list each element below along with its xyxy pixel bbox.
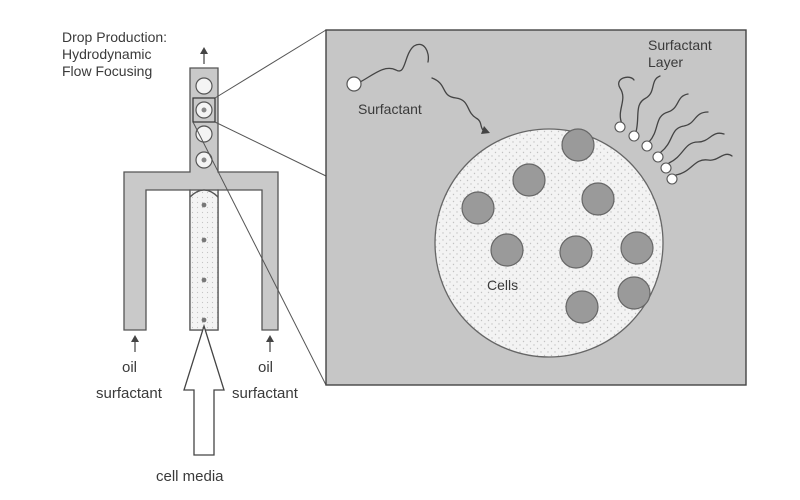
cell [617, 276, 651, 310]
cell [559, 235, 593, 269]
zoom-selection-box [192, 97, 216, 123]
title-line-3: Flow Focusing [62, 63, 152, 79]
zoom-lines [192, 29, 327, 386]
cell [490, 233, 524, 267]
curved-arrow-icon [481, 126, 490, 134]
oil-label-right: oil [258, 359, 273, 376]
flow-focusing-device [123, 47, 279, 456]
surfactant-label-right: surfactant [232, 385, 299, 402]
cell-media-arrow-icon [183, 323, 225, 456]
zoom-panel: Surfactant Surfactant Layer Cells [325, 29, 747, 386]
cells-label: Cells [487, 277, 518, 293]
surfactant-layer [614, 75, 733, 185]
droplet [195, 125, 213, 143]
cell-media-label: cell media [156, 468, 224, 485]
droplet [195, 77, 213, 95]
cell [461, 191, 495, 225]
cell [620, 231, 654, 265]
cell [561, 128, 595, 162]
cells-group [461, 128, 654, 324]
title-line-2: Hydrodynamic [62, 46, 151, 62]
oil-label-left: oil [122, 359, 137, 376]
title-line-1: Drop Production: [62, 29, 167, 45]
cell [581, 182, 615, 216]
cell [565, 290, 599, 324]
oil-inlet-arrow-icon [131, 335, 139, 342]
oil-inlet-arrow-icon [266, 335, 274, 342]
surfactant-layer-label-line2: Layer [648, 54, 683, 70]
cell-media-inlet [189, 189, 219, 331]
surfactant-layer-label-line1: Surfactant [648, 37, 712, 53]
surfactant-label: Surfactant [358, 101, 422, 117]
surfactant-molecule [346, 43, 430, 92]
surfactant-label-left: surfactant [96, 385, 163, 402]
cell [512, 163, 546, 197]
outflow-arrow-icon [200, 47, 208, 54]
